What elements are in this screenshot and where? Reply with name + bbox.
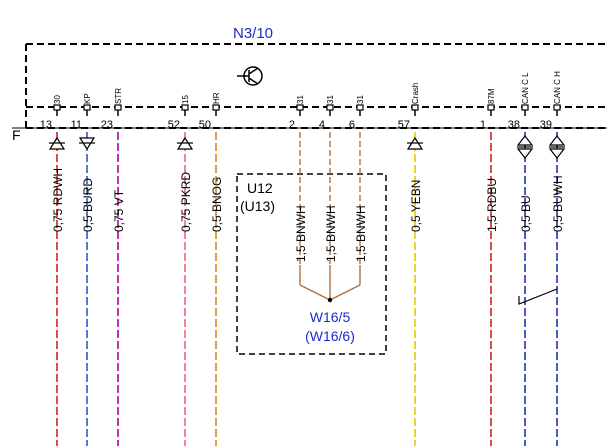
ground-box-label-2: (U13) (240, 198, 275, 214)
pin-number: 50 (199, 119, 211, 131)
section-letter: F (12, 127, 21, 143)
pin-function-label: 31 (296, 95, 305, 104)
pin-connector (296, 104, 304, 111)
wire-junction-segment (299, 284, 331, 301)
pin-1: 87M 1 1,5 RDBU (480, 88, 499, 446)
pin-number: 2 (289, 119, 295, 131)
pin-number: 57 (398, 119, 410, 131)
pin-connector (411, 104, 419, 111)
pin-connector (326, 104, 334, 111)
pin-connector (356, 104, 364, 111)
pin-number: 38 (508, 119, 520, 131)
wire-label: 1,5 BNWH (294, 205, 308, 262)
wire-label: 0,5 YEBN (409, 180, 423, 232)
pin-function-label: 30 (53, 95, 62, 104)
pin-39: CAN C H 39 0,5 BUWH (540, 71, 566, 446)
wire-junction-segment (329, 284, 361, 301)
module-name: N3/10 (233, 25, 273, 42)
ground-point-label-2: (W16/6) (305, 328, 355, 344)
pin-52: 15 52 0,75 PKRD (168, 95, 194, 446)
wire-label: 0,5 BU (519, 195, 533, 232)
pin-function-label: STR (114, 88, 123, 104)
pin-function-label: CAN C H (553, 71, 562, 104)
bidirectional-arrow-icon (548, 148, 566, 159)
pin-function-label: HR (212, 92, 221, 104)
pin-connector (487, 104, 495, 111)
pin-function-label: 15 (181, 95, 190, 104)
pin-11: KP 11 0,5 BURD (71, 93, 96, 446)
ground-box (236, 173, 387, 355)
pin-number: 1 (480, 119, 486, 131)
pin-function-label: 31 (356, 95, 365, 104)
wire-label: 0,5 BNOG (210, 177, 224, 232)
pin-57: Crash 57 0,5 YEBN (398, 83, 424, 446)
transistor-icon (237, 66, 263, 86)
ground-junction-dot (327, 297, 333, 303)
pin-connector (181, 104, 189, 111)
bidirectional-arrow-icon (516, 135, 534, 146)
pin-13: 30 13 0,75 RDWH (40, 95, 66, 446)
pin-connector (83, 104, 91, 111)
twisted-pair-marker (518, 288, 558, 305)
pin-function-label: CAN C L (521, 72, 530, 104)
pin-connector (212, 104, 220, 111)
pin-connector (521, 104, 529, 111)
wire-label: 1,5 RDBU (485, 178, 499, 232)
pin-connector (114, 104, 122, 111)
ground-box-label: U12 (247, 180, 273, 196)
bidirectional-arrow-icon (548, 135, 566, 146)
pin-function-label: KP (83, 93, 92, 104)
wire-label: 0,75 RDWH (51, 168, 65, 232)
wire-label: 1,5 BNWH (324, 205, 338, 262)
wire-label: 0,75 VT (112, 189, 126, 232)
pin-number: 52 (168, 119, 180, 131)
pin-connector (553, 104, 561, 111)
module-outline (25, 43, 607, 129)
pin-2: 31 2 1,5 BNWH (289, 95, 331, 301)
pin-number: 11 (71, 119, 82, 131)
pin-number: 23 (101, 119, 113, 131)
wire-label: 1,5 BNWH (354, 205, 368, 262)
wire-label: 0,75 PKRD (179, 172, 193, 232)
pin-function-label: 31 (326, 95, 335, 104)
pin-4: 31 4 1,5 BNWH (319, 95, 338, 300)
bidirectional-arrow-icon (516, 148, 534, 159)
pin-number: 4 (319, 119, 325, 131)
ground-point-label: W16/5 (310, 309, 351, 325)
pin-50: HR 50 0,5 BNOG (199, 92, 224, 446)
pin-number: 39 (540, 119, 552, 131)
pin-number: 6 (349, 119, 355, 131)
pin-connector (53, 104, 61, 111)
pin-function-label: 87M (487, 88, 496, 104)
wire-label: 0,5 BUWH (551, 175, 565, 232)
pins-layer: 30 13 0,75 RDWH KP 11 0,5 BURD STR 23 0,75 VT 15 5… (40, 71, 566, 446)
pin-38: CAN C L 38 0,5 BU (508, 72, 534, 446)
pin-function-label: Crash (411, 83, 420, 104)
pin-23: STR 23 0,75 VT (101, 88, 126, 446)
wire-label: 0,5 BURD (81, 178, 95, 232)
pin-6: 31 6 1,5 BNWH (329, 95, 368, 301)
pin-number: 13 (40, 119, 52, 131)
